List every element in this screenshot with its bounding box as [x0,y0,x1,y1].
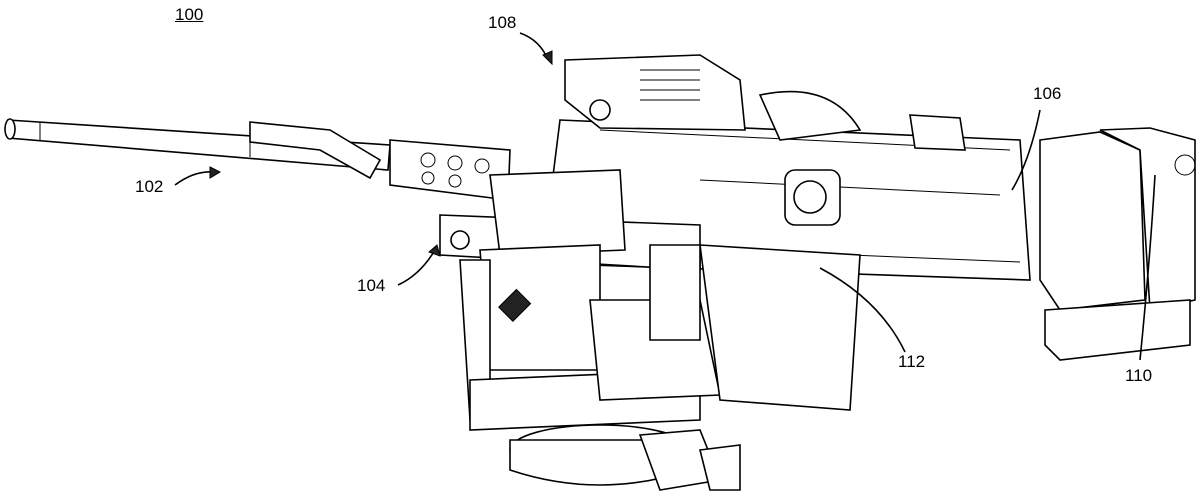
leader-110 [1139,174,1156,361]
arrowhead-108 [542,50,553,66]
label-106: 106 [1033,84,1062,103]
arrowhead-102 [209,166,222,179]
barrel [4,118,511,201]
arrowhead-104 [428,244,441,257]
leader-104 [397,249,436,286]
label-112: 112 [898,352,926,371]
leader-106 [1011,109,1041,191]
mount [439,169,861,491]
sight-unit [564,54,862,141]
label-102: 102 [135,177,164,196]
rear-cradle [1039,127,1196,361]
label-100: 100 [175,5,204,24]
label-108: 108 [488,13,517,32]
leader-112 [819,267,906,353]
leader-102 [174,170,216,186]
label-110: 110 [1125,366,1153,385]
label-104: 104 [357,276,386,295]
